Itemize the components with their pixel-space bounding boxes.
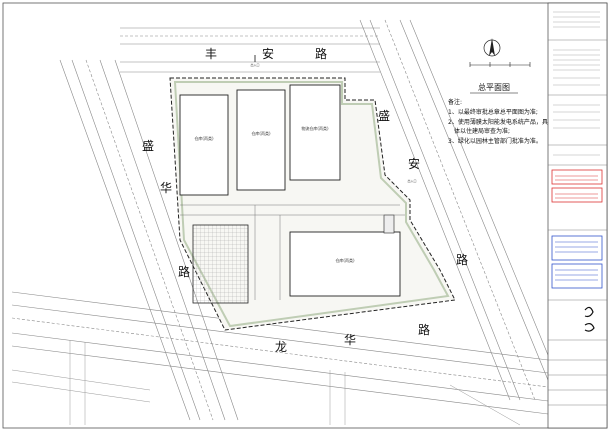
east-road-labels: 盛 安 路 [378,108,468,267]
east-road-char-3: 路 [456,252,468,267]
south-road-labels: 龙 华 路 [275,322,430,354]
title-block [547,2,608,429]
north-road-labels: 丰 安 路 [205,46,327,61]
building-1 [179,94,229,196]
signature-1 [584,306,594,318]
east-gate-label: 出入口 [407,178,416,183]
west-road-char-3: 路 [178,264,190,279]
plan-title: 总平面图 [478,82,510,92]
note-line-2: 2、使用薄膜太阳能发电系统产品，具 [448,118,548,126]
internal-roads [180,204,405,300]
building-2-label: 仓库(丙类) [251,130,271,136]
south-road-char-3: 路 [418,322,430,337]
north-road-char-2: 安 [262,46,274,61]
south-road-char-1: 龙 [275,340,287,354]
landscape-strip [173,81,450,328]
building-3-label: 物流仓库(丙类) [301,125,329,131]
building-3 [289,84,341,181]
notes-heading: 备注: [448,98,462,106]
north-road-char-1: 丰 [205,47,217,61]
west-road-labels: 盛 华 路 [142,138,190,279]
east-road [359,19,549,401]
north-arrow-icon [483,38,501,57]
blue-stamp-1 [551,235,603,261]
blue-stamp-2 [551,263,603,289]
south-road-char-2: 华 [344,333,356,347]
signature-2 [584,322,595,332]
note-line-3: 体以住建局审查为准; [454,127,510,135]
approval-stamp-1 [551,169,603,185]
east-road-char-1: 盛 [378,108,390,123]
building-4-annex [383,214,395,234]
note-line-4: 3、绿化以园林主管部门批准为准。 [448,137,542,145]
parking-lot [192,224,249,304]
west-road-char-2: 华 [160,181,172,195]
scale-bar [469,62,531,67]
west-road [59,59,239,421]
north-road [120,27,380,73]
building-4-label: 仓库(丙类) [335,257,355,263]
building-4 [289,231,401,297]
approval-stamp-2 [551,187,603,203]
north-gate-label: 出入口 [250,62,259,67]
north-road-char-3: 路 [315,46,327,61]
east-road-char-2: 安 [408,156,420,171]
note-line-1: 1、以最终审批总章总平面图为准; [448,108,538,116]
building-1-label: 仓库(丙类) [194,135,214,141]
south-road [11,291,549,415]
building-2 [236,89,286,191]
west-road-char-1: 盛 [142,138,154,153]
aux-roads [11,340,521,426]
